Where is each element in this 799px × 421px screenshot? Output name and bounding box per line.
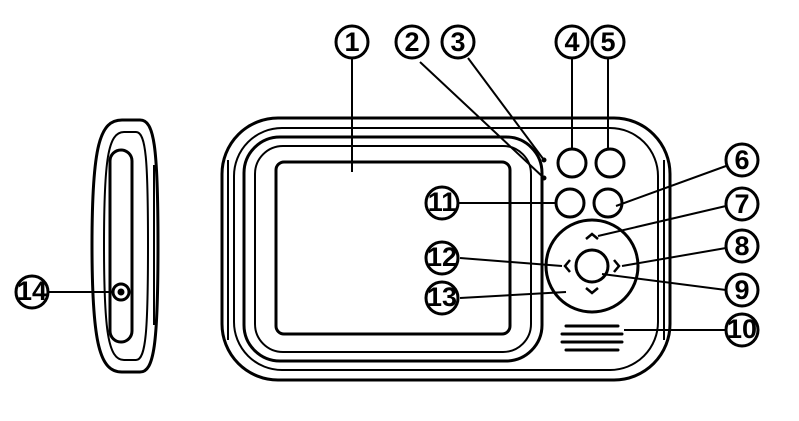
callout-9: 9 xyxy=(724,272,760,308)
callout-label-12: 12 xyxy=(427,242,457,272)
callout-14: 14 xyxy=(14,274,50,310)
callout-label-3: 3 xyxy=(450,27,465,57)
body-outline xyxy=(220,116,672,382)
callout-4: 4 xyxy=(554,24,590,60)
callout-label-5: 5 xyxy=(600,27,615,57)
callout-label-8: 8 xyxy=(734,231,749,261)
leader-13 xyxy=(459,291,567,299)
lower-right-button xyxy=(592,187,624,219)
callout-label-11: 11 xyxy=(428,187,457,217)
callout-5: 5 xyxy=(590,24,626,60)
side-body-inner xyxy=(102,131,150,361)
callout-1: 1 xyxy=(334,24,370,60)
side-body-outline xyxy=(90,118,160,374)
callout-label-2: 2 xyxy=(404,27,419,57)
dpad-down-arrow xyxy=(585,287,599,295)
side-slot xyxy=(108,148,134,344)
dpad-up-arrow xyxy=(585,232,599,240)
top-right-button xyxy=(594,147,626,179)
screen-bezel-outer xyxy=(242,135,544,363)
callout-label-10: 10 xyxy=(727,314,757,344)
side-port-inner xyxy=(117,288,125,296)
screen xyxy=(274,160,512,336)
lower-left-button xyxy=(554,187,586,219)
callout-label-1: 1 xyxy=(344,27,359,57)
leader-6 xyxy=(615,165,727,207)
leader-3 xyxy=(467,57,545,161)
callout-3: 3 xyxy=(440,24,476,60)
leader-8 xyxy=(621,247,727,267)
callout-2: 2 xyxy=(394,24,430,60)
screen-bezel-inner xyxy=(254,145,532,353)
callout-label-7: 7 xyxy=(734,189,749,219)
callout-8: 8 xyxy=(724,228,760,264)
leader-7 xyxy=(597,205,727,237)
callout-11: 11 xyxy=(424,185,460,221)
top-left-button xyxy=(556,147,588,179)
dpad-right-arrow xyxy=(613,259,621,273)
center-ok-button xyxy=(574,248,610,284)
device-side-view xyxy=(90,118,160,374)
callout-12: 12 xyxy=(424,240,460,276)
speaker-grille xyxy=(560,324,624,352)
callout-6: 6 xyxy=(724,142,760,178)
callouts: 1 2 3 4 5 6 7 8 xyxy=(14,24,760,348)
callout-10: 10 xyxy=(724,312,760,348)
callout-label-4: 4 xyxy=(564,27,579,57)
leader-9 xyxy=(601,273,727,291)
callout-label-6: 6 xyxy=(734,145,749,175)
callout-13: 13 xyxy=(424,280,460,316)
device-front-view xyxy=(220,116,672,382)
leader-12 xyxy=(459,257,563,267)
callout-label-14: 14 xyxy=(17,276,47,306)
dpad-ring xyxy=(544,218,640,314)
callout-label-13: 13 xyxy=(427,282,457,312)
body-inner-edge xyxy=(233,127,659,371)
leader-lines xyxy=(48,57,727,331)
callout-7: 7 xyxy=(724,186,760,222)
leader-2 xyxy=(419,61,545,179)
callout-label-9: 9 xyxy=(734,275,749,305)
dpad-left-arrow xyxy=(563,259,571,273)
